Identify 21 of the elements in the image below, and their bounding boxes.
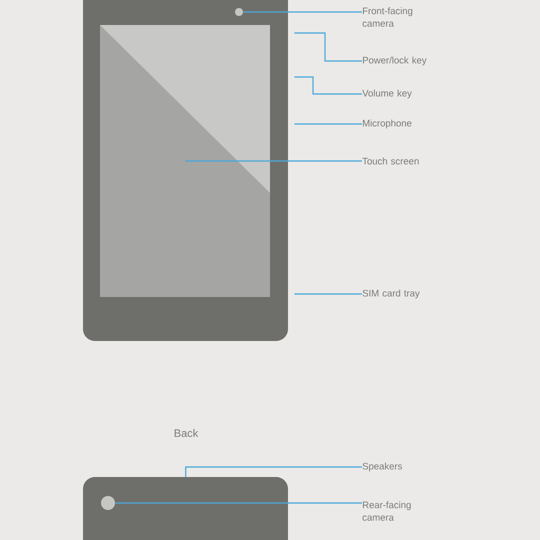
callout-label: Touch screen <box>362 158 419 164</box>
leader-line <box>294 76 362 95</box>
leader-line <box>294 32 362 62</box>
callout-label: Microphone <box>363 120 412 128</box>
callout-label: Front-facing camera <box>362 7 412 27</box>
leader-line <box>294 123 362 125</box>
phone-back-drawing <box>83 477 288 540</box>
touch-screen <box>100 25 270 297</box>
leader-line <box>294 293 362 295</box>
callout-label: Speakers <box>362 462 402 472</box>
view-label: Back <box>174 428 198 438</box>
leader-line <box>243 11 362 13</box>
leader-line <box>115 502 362 504</box>
camera-dot <box>235 8 243 16</box>
callout-label: Power/lock key <box>363 56 427 66</box>
leader-line <box>185 160 362 162</box>
camera-dot <box>101 496 115 510</box>
leader-line <box>185 466 362 477</box>
callout-label: Volume key <box>362 90 412 98</box>
callout-label: SIM card tray <box>362 290 420 298</box>
callout-label: Rear-facing camera <box>362 501 411 521</box>
